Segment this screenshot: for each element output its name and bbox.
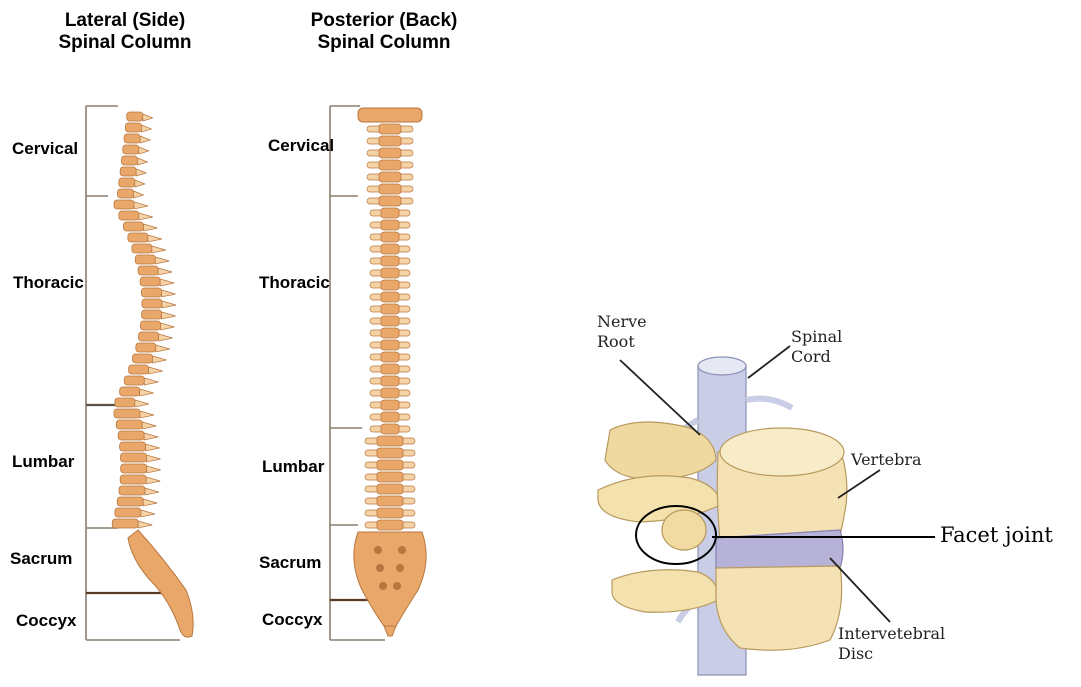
lateral-label-cervical: Cervical	[12, 139, 78, 159]
lateral-vertebra	[140, 277, 160, 286]
intervertebral-disc-label-line1: Intervetebral	[838, 624, 945, 644]
lateral-vertebra	[127, 112, 143, 121]
posterior-vertebra	[381, 352, 399, 362]
posterior-vertebra	[381, 364, 399, 374]
posterior-vertebra	[379, 136, 401, 146]
lateral-label-lumbar: Lumbar	[12, 452, 74, 472]
posterior-vertebra	[381, 388, 399, 398]
posterior-vertebra	[381, 340, 399, 350]
nerve-root-label-line2: Root	[597, 332, 647, 352]
lateral-vertebra	[124, 376, 144, 385]
posterior-vertebra	[381, 424, 399, 434]
lateral-vertebra	[142, 299, 162, 308]
posterior-vertebra	[379, 124, 401, 134]
lateral-vertebra	[142, 288, 162, 297]
lateral-vertebra	[115, 508, 141, 517]
lateral-vertebra	[119, 211, 139, 220]
posterior-vertebra	[381, 328, 399, 338]
posterior-vertebra	[377, 508, 403, 518]
lateral-vertebra	[114, 409, 140, 418]
lateral-vertebra	[114, 200, 134, 209]
posterior-label-cervical: Cervical	[268, 136, 334, 156]
posterior-vertebra	[377, 520, 403, 530]
posterior-vertebra	[381, 232, 399, 242]
lateral-label-sacrum: Sacrum	[10, 549, 72, 569]
spinal-cord-label-line2: Cord	[791, 347, 842, 367]
posterior-vertebra	[377, 472, 403, 482]
nerve-root-label: Nerve Root	[597, 312, 647, 352]
lateral-vertebra	[140, 321, 160, 330]
lateral-vertebra	[136, 343, 156, 352]
spinal-cord-label-line1: Spinal	[791, 327, 842, 347]
posterior-vertebra	[381, 244, 399, 254]
posterior-spine-illustration	[354, 108, 426, 636]
lateral-vertebra	[119, 486, 145, 495]
lateral-vertebra	[121, 464, 147, 473]
intervertebral-disc-label: Intervetebral Disc	[838, 624, 945, 664]
lateral-label-coccyx: Coccyx	[16, 611, 76, 631]
lateral-vertebra	[118, 431, 144, 440]
vertebra-label: Vertebra	[851, 450, 922, 470]
lateral-vertebra	[120, 387, 140, 396]
posterior-label-sacrum: Sacrum	[259, 553, 321, 573]
lateral-vertebra	[116, 420, 142, 429]
lateral-vertebra	[133, 354, 153, 363]
spinal-cord-label: Spinal Cord	[791, 327, 842, 367]
posterior-vertebra	[377, 496, 403, 506]
posterior-vertebra	[381, 304, 399, 314]
posterior-vertebra	[379, 148, 401, 158]
intervertebral-disc-label-line2: Disc	[838, 644, 945, 664]
lateral-vertebra	[120, 442, 146, 451]
posterior-vertebra	[381, 280, 399, 290]
posterior-vertebra	[379, 172, 401, 182]
posterior-vertebra	[381, 256, 399, 266]
lateral-spine-illustration	[112, 112, 193, 637]
lateral-vertebra	[129, 365, 149, 374]
posterior-vertebra	[381, 400, 399, 410]
lateral-label-thoracic: Thoracic	[13, 273, 84, 293]
posterior-vertebra	[379, 160, 401, 170]
lateral-vertebra	[119, 178, 135, 187]
posterior-vertebra	[381, 208, 399, 218]
lateral-vertebra	[125, 123, 141, 132]
posterior-vertebra	[381, 316, 399, 326]
lateral-vertebra	[117, 497, 143, 506]
lateral-vertebra	[121, 453, 147, 462]
posterior-vertebra	[381, 412, 399, 422]
posterior-label-coccyx: Coccyx	[262, 610, 322, 630]
lateral-vertebra	[138, 266, 158, 275]
posterior-label-lumbar: Lumbar	[262, 457, 324, 477]
posterior-vertebra	[381, 220, 399, 230]
posterior-vertebra	[381, 292, 399, 302]
posterior-vertebra	[377, 460, 403, 470]
lateral-vertebra	[135, 255, 155, 264]
posterior-vertebra	[377, 448, 403, 458]
posterior-vertebra	[377, 436, 403, 446]
nerve-root-label-line1: Nerve	[597, 312, 647, 332]
lateral-vertebra	[112, 519, 138, 528]
lateral-vertebra	[115, 398, 135, 407]
lateral-vertebra	[123, 222, 143, 231]
lateral-vertebra	[124, 134, 140, 143]
lateral-vertebra	[139, 332, 159, 341]
posterior-vertebra	[381, 376, 399, 386]
lateral-vertebra	[142, 310, 162, 319]
posterior-vertebra	[381, 268, 399, 278]
lateral-vertebra	[128, 233, 148, 242]
posterior-vertebra	[377, 484, 403, 494]
lateral-vertebra	[120, 475, 146, 484]
posterior-vertebra	[379, 184, 401, 194]
lateral-vertebra	[132, 244, 152, 253]
posterior-label-thoracic: Thoracic	[259, 273, 330, 293]
lateral-vertebra	[121, 156, 137, 165]
lateral-vertebra	[118, 189, 134, 198]
lateral-vertebra	[123, 145, 139, 154]
facet-joint-label: Facet joint	[940, 523, 1053, 547]
lateral-vertebra	[120, 167, 136, 176]
posterior-vertebra	[379, 196, 401, 206]
